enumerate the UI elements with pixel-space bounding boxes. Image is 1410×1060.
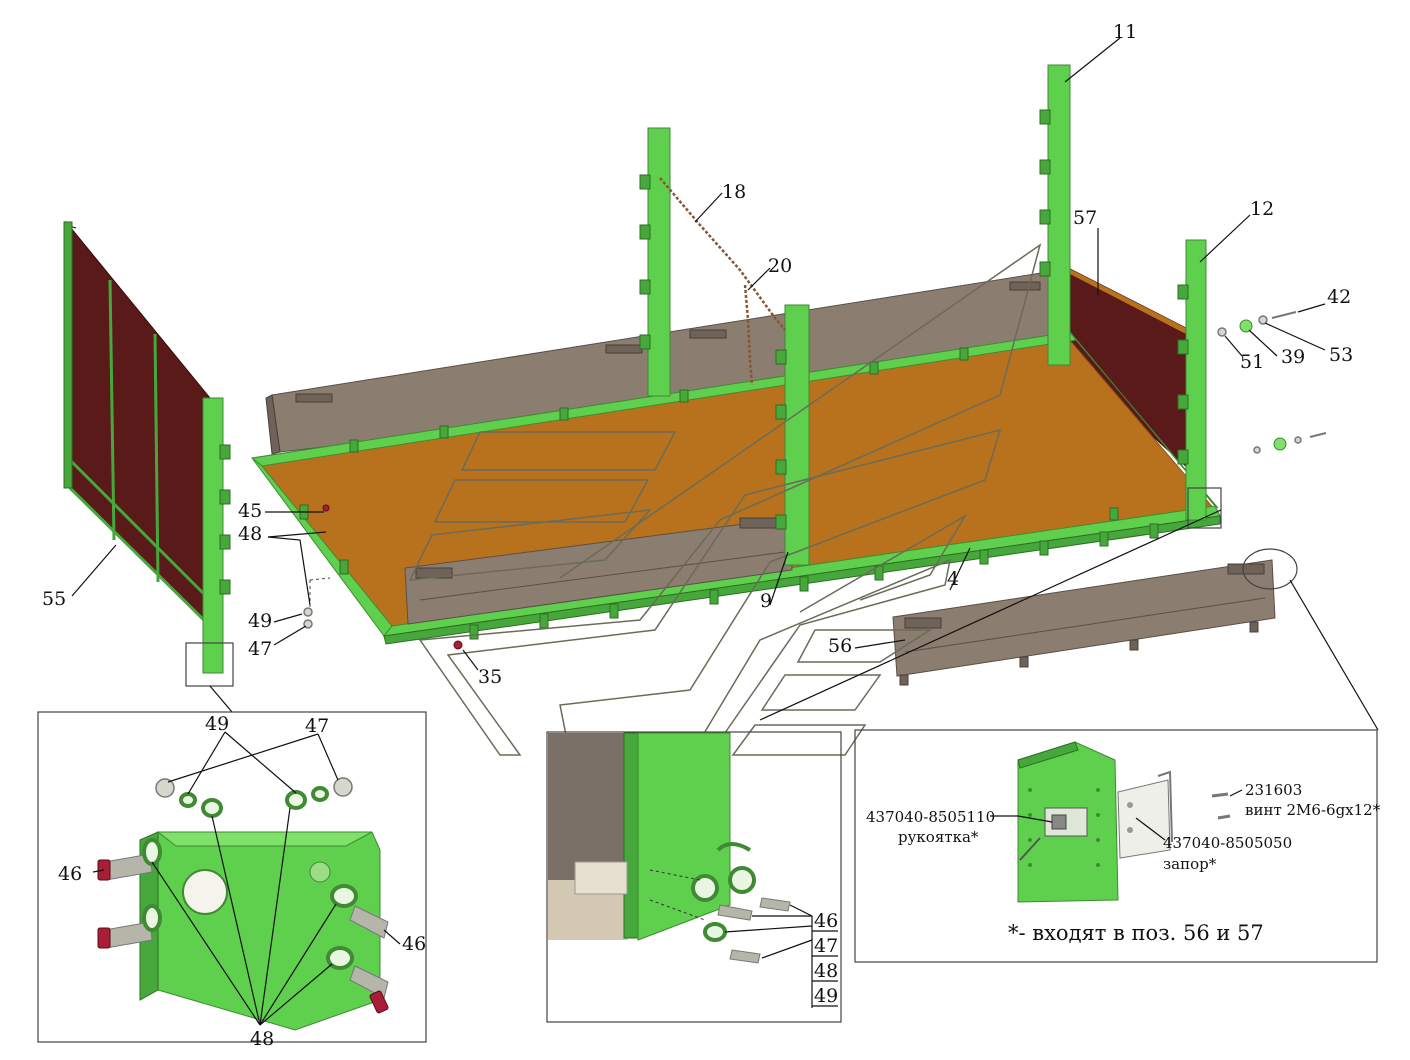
inset-left-label-48: 48 <box>250 1028 274 1050</box>
chain-20 <box>743 284 754 386</box>
callout-39: 39 <box>1281 346 1305 368</box>
footnote: *- входят в поз. 56 и 57 <box>1008 921 1264 945</box>
callout-48: 48 <box>238 523 262 545</box>
lock-code: 437040-8505050 <box>1163 834 1292 852</box>
inset-middle-label-49: 49 <box>814 985 838 1007</box>
inset-middle-detail: 46 47 48 49 <box>546 731 842 1023</box>
inset-left-label-46-right: 46 <box>402 933 426 955</box>
inset-left-frame <box>37 711 427 1043</box>
detail-marker-right <box>1242 548 1298 590</box>
callout-49: 49 <box>248 610 272 632</box>
callout-47: 47 <box>248 638 272 660</box>
inset-right-detail: 437040-8505110 рукоятка* 231603 винт 2М6… <box>854 729 1381 963</box>
screw <box>1211 792 1229 798</box>
callout-20: 20 <box>768 255 792 277</box>
stake-11 <box>1039 64 1071 366</box>
small-hardware <box>303 311 1327 650</box>
stake-front-middle <box>775 304 810 566</box>
nut-top-left <box>155 778 175 798</box>
handle-name: рукоятка* <box>898 828 979 846</box>
callout-12: 12 <box>1250 198 1274 220</box>
callout-4: 4 <box>947 568 959 590</box>
stake-12 <box>1177 239 1207 521</box>
stake-back-middle <box>639 127 671 397</box>
screw-name: винт 2М6-6gх12* <box>1245 801 1381 819</box>
inset-left-label-47: 47 <box>305 715 329 737</box>
handle-code: 437040-8505110 <box>866 808 995 826</box>
callout-51: 51 <box>1240 351 1264 373</box>
bolt-46-right <box>349 905 389 939</box>
inset-middle-frame <box>546 731 842 1023</box>
screw-code: 231603 <box>1245 781 1302 799</box>
inset-left-detail: 49 47 46 46 48 <box>37 711 427 1050</box>
inset-middle-label-47: 47 <box>814 935 838 957</box>
chain-18 <box>659 177 786 331</box>
callout-57: 57 <box>1073 207 1097 229</box>
callout-9: 9 <box>760 590 772 612</box>
inset-middle-label-46: 46 <box>814 910 838 932</box>
rear-gate-55 <box>63 220 231 674</box>
main-callouts: 11 12 18 20 57 42 51 39 53 45 48 49 47 5… <box>42 21 1353 688</box>
lock-name: запор* <box>1163 855 1217 873</box>
inset-right-frame <box>854 729 1378 963</box>
near-side-board-left <box>404 517 793 625</box>
callout-11: 11 <box>1113 21 1137 43</box>
truck-body-assembly <box>63 64 1379 756</box>
detail-marker-left <box>185 642 234 687</box>
lock-plate <box>1117 779 1171 859</box>
inset-middle-label-48: 48 <box>814 960 838 982</box>
side-board-56 <box>892 559 1276 677</box>
inset-left-label-49: 49 <box>205 713 229 735</box>
callout-35: 35 <box>478 666 502 688</box>
inset-left-label-46-left: 46 <box>58 863 82 885</box>
callout-55: 55 <box>42 588 66 610</box>
bracket-block <box>157 831 381 1031</box>
callout-45: 45 <box>238 500 262 522</box>
detail-marker-middle <box>1187 487 1222 529</box>
callout-56: 56 <box>828 635 852 657</box>
callout-18: 18 <box>722 181 746 203</box>
nut-top-right <box>333 777 353 797</box>
callout-42: 42 <box>1327 286 1351 308</box>
callout-53: 53 <box>1329 344 1353 366</box>
